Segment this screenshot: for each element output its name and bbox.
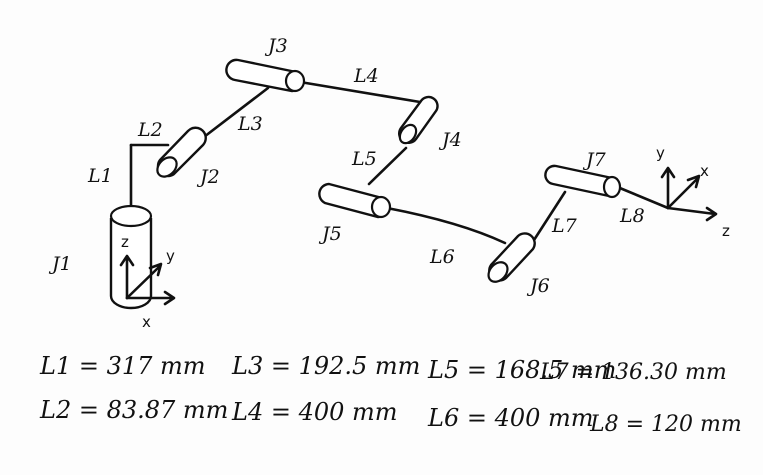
link-label-l8: L8: [619, 205, 645, 227]
joint-label-j4: J4: [438, 129, 462, 151]
link-l7-line: [532, 190, 567, 242]
base-x-axis-label: x: [142, 313, 151, 331]
joint-label-j7: J7: [582, 149, 607, 171]
link-label-l5: L5: [351, 148, 377, 170]
tool-frame-axes: [660, 166, 718, 222]
link-label-l2: L2: [137, 119, 163, 141]
joint-j5-cylinder: [318, 182, 392, 219]
link-l3-line: [198, 86, 270, 142]
joint-label-j3: J3: [264, 35, 288, 57]
tool-z-axis-label: z: [722, 222, 730, 240]
base-y-axis-label: y: [166, 247, 175, 265]
joint-j6-cylinder: [487, 232, 536, 283]
joint-label-j6: J6: [526, 275, 550, 297]
link-label-l7: L7: [551, 215, 578, 237]
link-l6-line: [385, 206, 507, 245]
joint-label-j5: J5: [318, 223, 342, 245]
link-label-l6: L6: [429, 246, 455, 268]
tool-y-axis-label: y: [656, 144, 665, 162]
base-frame-axes: [119, 254, 176, 306]
joint-j3-cylinder: [225, 58, 306, 93]
joint-j7-cylinder: [544, 164, 622, 199]
base-z-axis-label: z: [121, 233, 129, 251]
joint-j2-cylinder: [156, 126, 207, 178]
link-l8-line: [613, 184, 670, 210]
link-label-l1: L1: [87, 165, 113, 187]
joint-label-j2: J2: [196, 166, 220, 188]
link-label-l4: L4: [353, 65, 379, 87]
joint-j4-cylinder: [398, 95, 439, 145]
joint-label-j1: J1: [48, 253, 72, 275]
link-label-l3: L3: [237, 113, 263, 135]
link-l5-line: [367, 146, 408, 186]
tool-x-axis-label: x: [700, 162, 709, 180]
